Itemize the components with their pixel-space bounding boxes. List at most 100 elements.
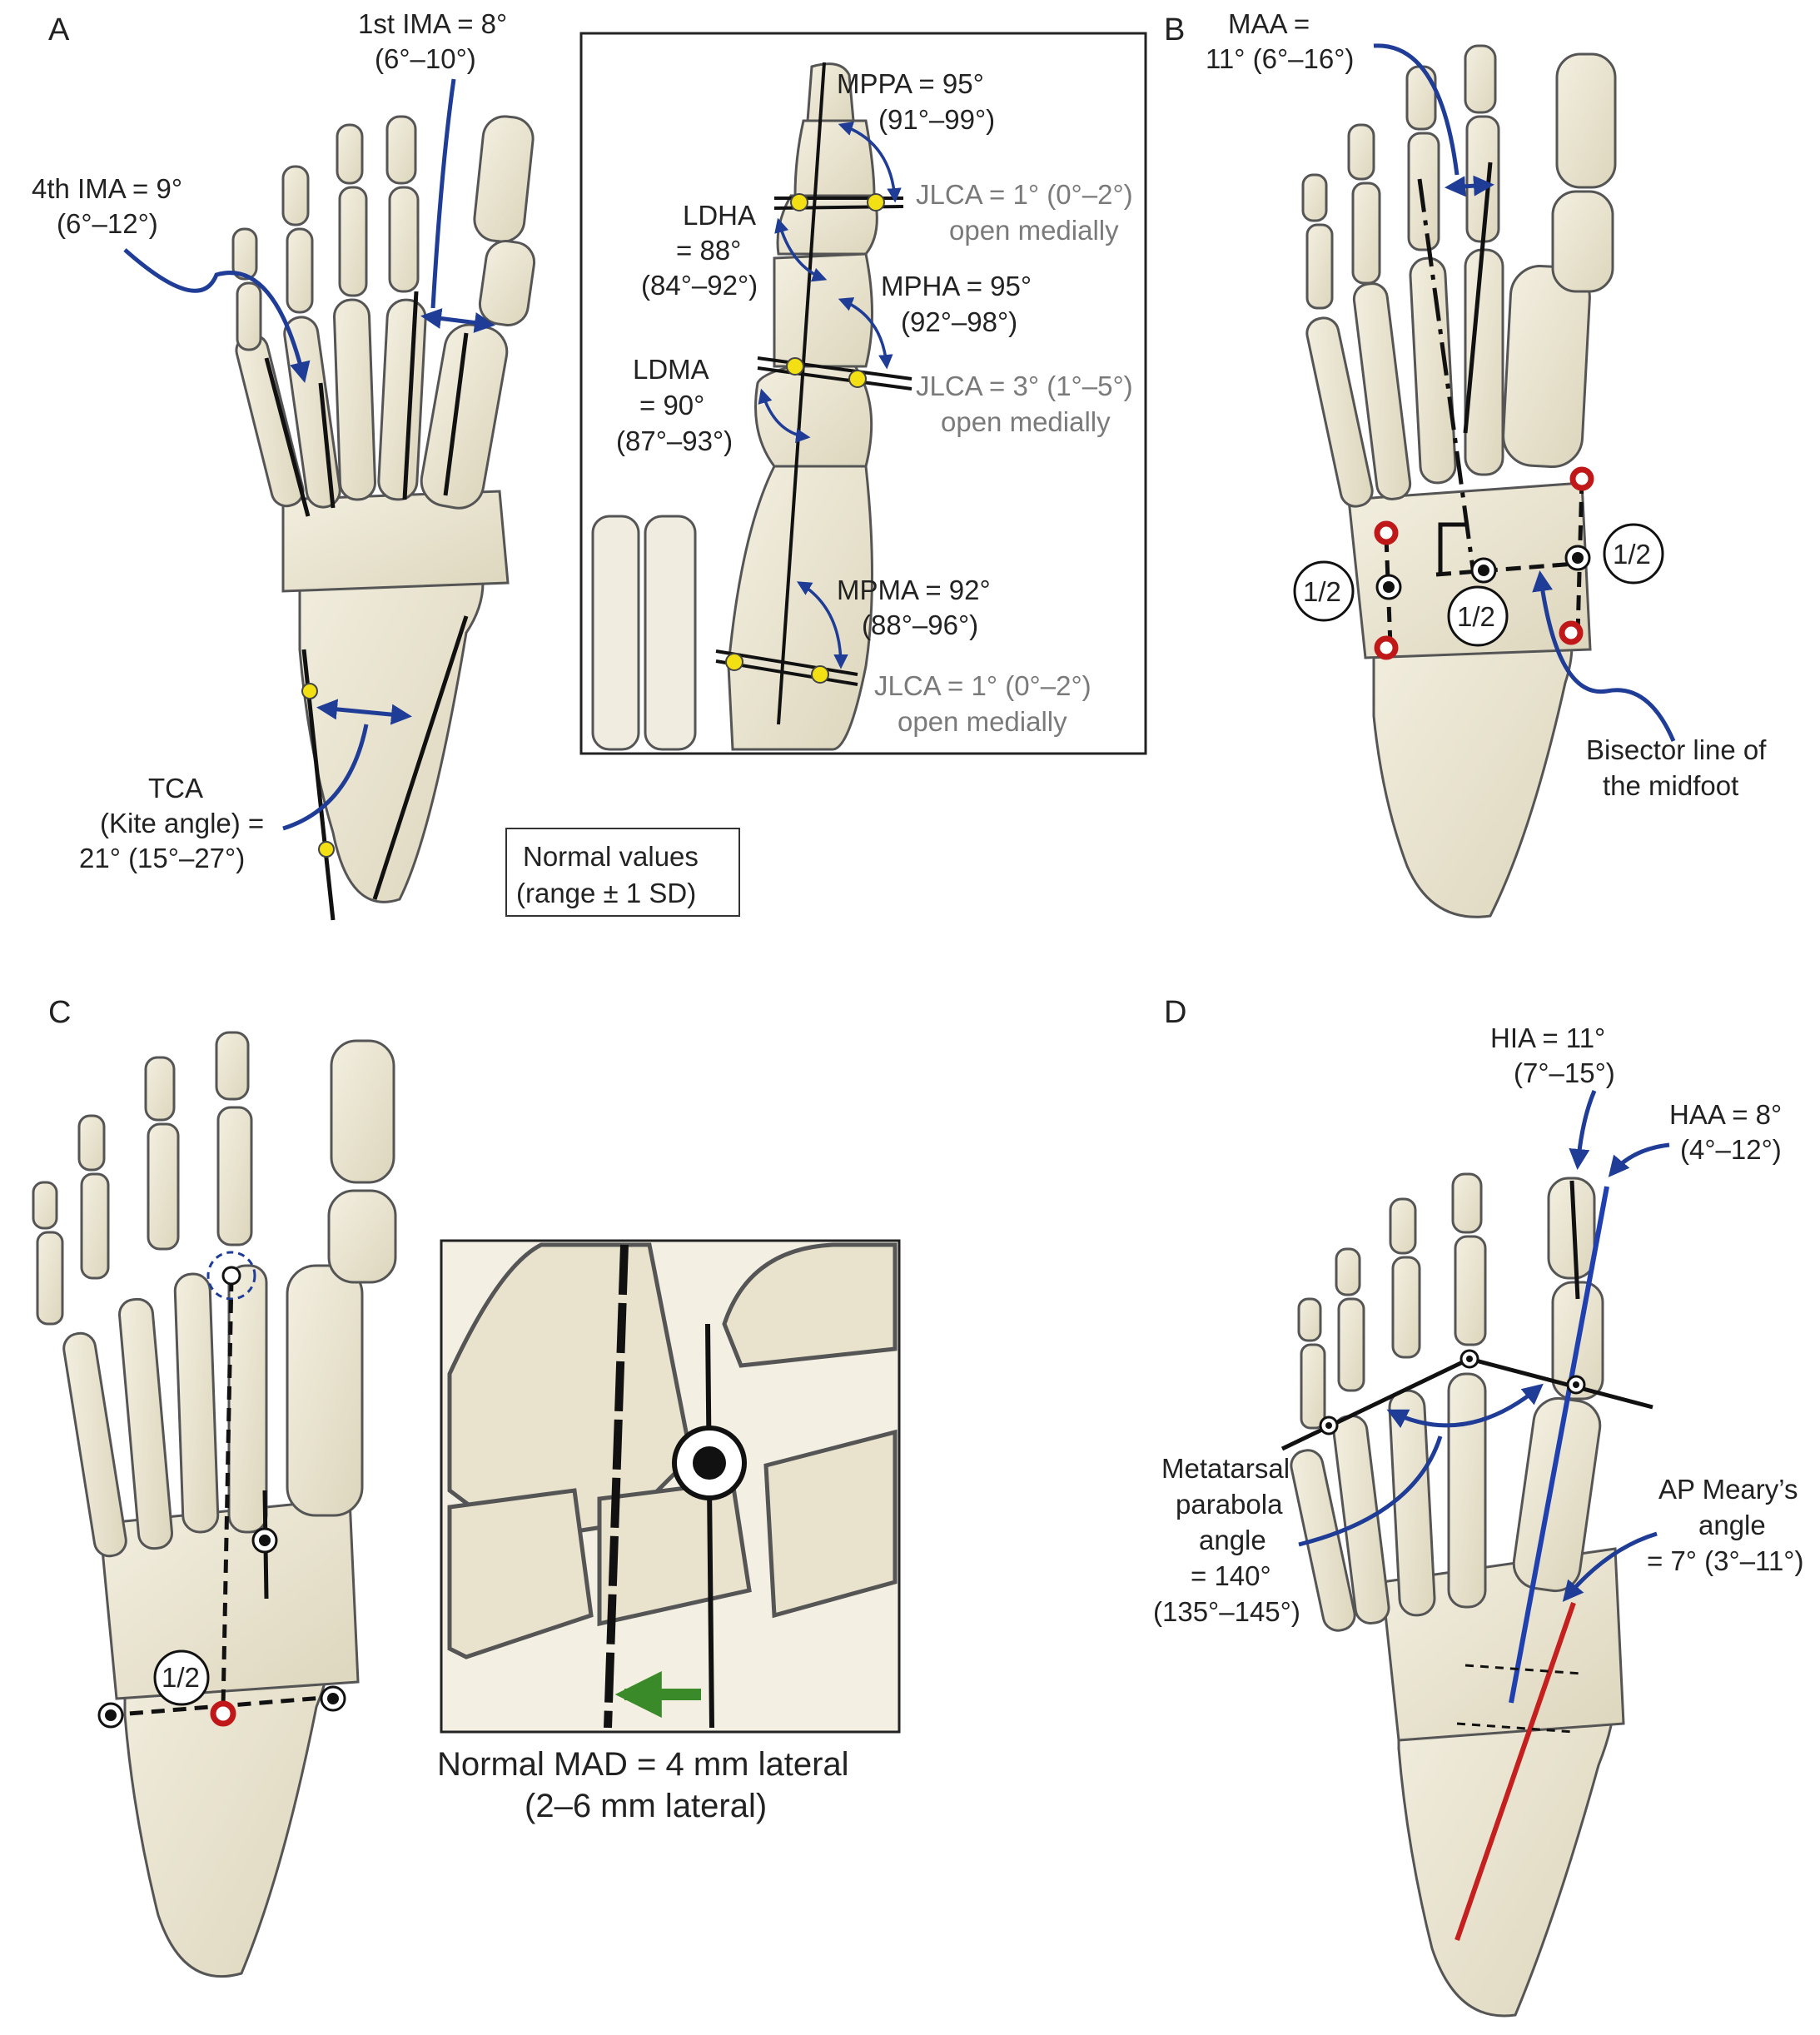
- foot-c-skeleton: [32, 1031, 397, 1978]
- panel-b-label: B: [1164, 12, 1185, 47]
- red-markers-b: [1374, 466, 1594, 660]
- svg-text:HAA = 8°: HAA = 8°: [1669, 1099, 1782, 1130]
- bisector-label: Bisector line of the midfoot: [1586, 734, 1767, 801]
- svg-text:(4°–12°): (4°–12°): [1680, 1134, 1782, 1165]
- svg-text:1/2: 1/2: [162, 1662, 200, 1693]
- svg-text:JLCA = 1° (0°–2°): JLCA = 1° (0°–2°): [874, 670, 1092, 701]
- svg-text:1/2: 1/2: [1457, 601, 1495, 632]
- mad-solid-line: [705, 1323, 714, 1729]
- svg-text:open medially: open medially: [949, 215, 1119, 246]
- axis-lines-d: [1280, 1180, 1653, 1941]
- svg-text:angle: angle: [1199, 1525, 1266, 1555]
- svg-text:Normal MAD = 4 mm lateral: Normal MAD = 4 mm lateral: [437, 1746, 849, 1783]
- axis-lines-a: [264, 291, 469, 921]
- markers-d: [1319, 1349, 1586, 1435]
- tca-label: TCA (Kite angle) = 21° (15°–27°): [79, 773, 264, 873]
- svg-text:(135°–145°): (135°–145°): [1153, 1596, 1300, 1627]
- svg-text:(87°–93°): (87°–93°): [616, 425, 733, 456]
- svg-text:LDHA: LDHA: [683, 200, 756, 231]
- svg-text:Normal values: Normal values: [523, 841, 699, 872]
- svg-text:Metatarsal: Metatarsal: [1161, 1453, 1290, 1484]
- svg-text:1st IMA = 8°: 1st IMA = 8°: [358, 8, 507, 39]
- svg-text:(84°–92°): (84°–92°): [641, 270, 758, 301]
- ldma-label: LDMA = 90° (87°–93°): [616, 354, 733, 456]
- parabola-label: Metatarsal parabola angle = 140° (135°–1…: [1153, 1453, 1300, 1627]
- svg-text:(7°–15°): (7°–15°): [1514, 1057, 1615, 1088]
- svg-text:HIA = 11°: HIA = 11°: [1490, 1022, 1605, 1053]
- svg-text:(range ± 1 SD): (range ± 1 SD): [516, 878, 696, 908]
- legend-box: Normal values (range ± 1 SD): [505, 828, 740, 917]
- blue-arrows-inset: [758, 122, 902, 669]
- svg-text:the midfoot: the midfoot: [1603, 770, 1738, 801]
- svg-text:4th IMA = 9°: 4th IMA = 9°: [32, 173, 182, 204]
- tca-marker-bottom: [318, 841, 335, 858]
- jlca-2-label: JLCA = 3° (1°–5°) open medially: [916, 371, 1133, 437]
- svg-text:(91°–99°): (91°–99°): [878, 104, 995, 135]
- haa-label: HAA = 8° (4°–12°): [1669, 1099, 1782, 1165]
- blue-arrows-a: [123, 78, 495, 831]
- svg-text:AP Meary’s: AP Meary’s: [1658, 1474, 1798, 1505]
- svg-text:= 7° (3°–11°): = 7° (3°–11°): [1647, 1545, 1804, 1576]
- meary-label: AP Meary’s angle = 7° (3°–11°): [1647, 1474, 1804, 1576]
- panel-d: D: [1153, 995, 1804, 2018]
- svg-text:Bisector line of: Bisector line of: [1586, 734, 1767, 765]
- svg-text:(6°–12°): (6°–12°): [57, 208, 158, 239]
- svg-text:11° (6°–16°): 11° (6°–16°): [1206, 43, 1354, 74]
- ldha-label: LDHA = 88° (84°–92°): [641, 200, 758, 301]
- mppa-label: MPPA = 95° (91°–99°): [837, 68, 995, 135]
- svg-text:MPPA = 95°: MPPA = 95°: [837, 68, 984, 99]
- inset-a: MPPA = 95° (91°–99°) JLCA = 1° (0°–2°) o…: [579, 32, 1147, 755]
- blue-arrows-b: [1373, 43, 1676, 742]
- panel-c-label: C: [48, 995, 71, 1030]
- tca-marker-top: [301, 683, 318, 699]
- svg-text:MAA =: MAA =: [1228, 8, 1310, 39]
- svg-text:MPHA = 95°: MPHA = 95°: [881, 271, 1032, 301]
- half-badge-c: 1/2: [153, 1649, 210, 1706]
- mpha-label: MPHA = 95° (92°–98°): [881, 271, 1032, 337]
- svg-text:= 90°: = 90°: [639, 390, 704, 420]
- svg-text:1/2: 1/2: [1303, 576, 1341, 607]
- markers-c: [97, 1266, 346, 1729]
- centre-markers-b: [1375, 545, 1591, 600]
- foot-a-skeleton: [231, 115, 536, 903]
- svg-text:parabola: parabola: [1176, 1489, 1283, 1520]
- maa-label: MAA = 11° (6°–16°): [1206, 8, 1354, 74]
- svg-text:open medially: open medially: [941, 406, 1111, 437]
- svg-text:(Kite angle) =: (Kite angle) =: [100, 808, 264, 838]
- first-ima-label: 1st IMA = 8° (6°–10°): [358, 8, 507, 74]
- svg-text:TCA: TCA: [148, 773, 203, 804]
- mad-label: Normal MAD = 4 mm lateral (2–6 mm latera…: [437, 1746, 849, 1824]
- mad-dashed-line: [604, 1244, 629, 1729]
- svg-text:JLCA = 1° (0°–2°): JLCA = 1° (0°–2°): [916, 179, 1133, 210]
- hia-label: HIA = 11° (7°–15°): [1490, 1022, 1615, 1088]
- svg-text:(6°–10°): (6°–10°): [375, 43, 476, 74]
- panel-a-label: A: [48, 12, 70, 47]
- mpma-label: MPMA = 92° (88°–96°): [837, 575, 991, 640]
- svg-text:MPMA = 92°: MPMA = 92°: [837, 575, 991, 605]
- svg-text:= 140°: = 140°: [1191, 1560, 1271, 1591]
- half-badge-b-left: 1/2: [1293, 560, 1355, 622]
- svg-text:(88°–96°): (88°–96°): [862, 610, 978, 640]
- jlca-1-label: JLCA = 1° (0°–2°) open medially: [916, 179, 1133, 246]
- svg-text:(2–6 mm lateral): (2–6 mm lateral): [525, 1788, 767, 1824]
- svg-text:21° (15°–27°): 21° (15°–27°): [79, 843, 245, 873]
- panel-a: A: [32, 8, 740, 921]
- foot-d-skeleton: [1290, 1172, 1625, 2018]
- inset-c: [440, 1239, 901, 1734]
- panel-b: B: [1164, 8, 1767, 918]
- svg-text:angle: angle: [1698, 1510, 1766, 1540]
- svg-text:1/2: 1/2: [1613, 539, 1651, 570]
- blue-arrows-d: [1298, 1090, 1670, 1602]
- panel-d-label: D: [1164, 995, 1186, 1030]
- fourth-ima-label: 4th IMA = 9° (6°–12°): [32, 173, 182, 239]
- svg-text:LDMA: LDMA: [633, 354, 709, 385]
- jlca-3-label: JLCA = 1° (0°–2°) open medially: [874, 670, 1092, 737]
- panel-c: C: [32, 995, 901, 1978]
- svg-text:open medially: open medially: [898, 706, 1067, 737]
- svg-text:JLCA = 3° (1°–5°): JLCA = 3° (1°–5°): [916, 371, 1133, 401]
- half-badge-b-right: 1/2: [1603, 523, 1664, 585]
- svg-text:= 88°: = 88°: [676, 235, 741, 266]
- half-badge-b-mid: 1/2: [1447, 585, 1509, 647]
- svg-text:(92°–98°): (92°–98°): [901, 306, 1017, 337]
